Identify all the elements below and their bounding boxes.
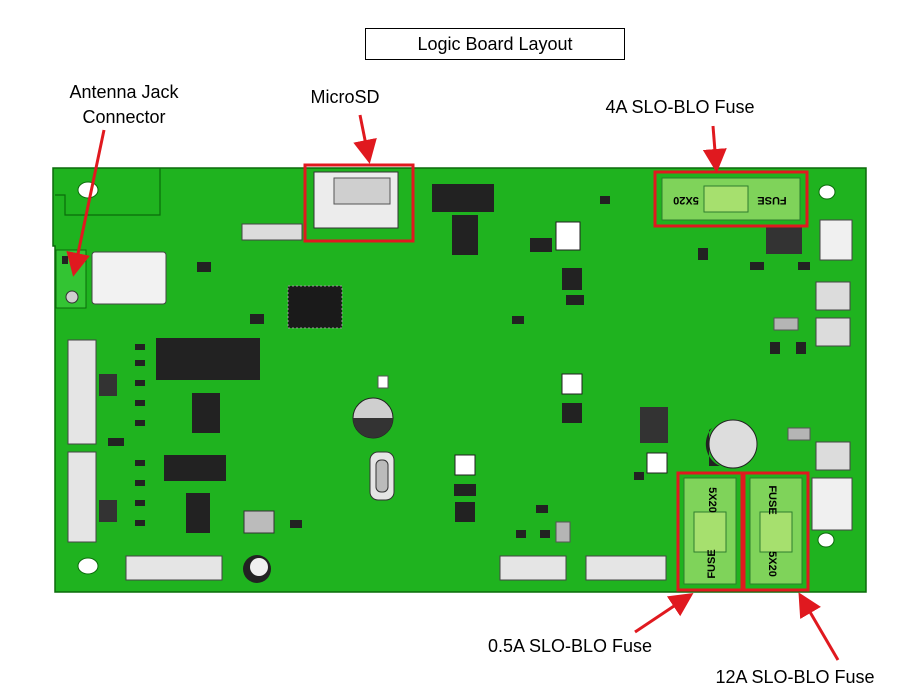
mounting-hole [817,532,835,548]
mounting-hole [77,181,99,199]
mounting-hole [77,557,99,575]
fuse-body-05a [693,511,727,553]
right-connector [815,317,851,347]
ic-chip [192,393,220,433]
smd-part [62,256,68,264]
callout-antenna-line1: Antenna Jack [69,82,179,102]
arrow-fuse-4a [702,125,727,173]
left-connector [67,339,97,445]
regulator [243,510,275,534]
fuse-body-4a [703,185,749,213]
ic-chip [186,493,210,533]
pin-header [241,223,303,241]
microsd-contacts [333,177,391,205]
ic-chip [555,221,581,251]
ic-chip [646,452,668,474]
fuse-marking: FUSE [706,549,718,578]
callout-arrows [66,114,840,661]
arrow-microsd [353,114,377,164]
smd-components [108,196,810,538]
sensor-chip [99,500,117,522]
ic-chip [562,268,582,290]
buzzer-top [250,558,268,576]
ic-chip [454,484,476,496]
capacitor-polarity [705,428,720,466]
pcb-board [52,167,867,593]
highlight-fuse-4a [653,170,809,228]
ic-chip [156,338,260,380]
antenna-jack [65,290,79,304]
ic-chip [455,502,475,522]
callout-antenna-line2: Connector [82,107,166,127]
ic-chip [432,184,494,212]
right-connector [815,281,851,311]
mcu-chip [287,285,343,329]
callout-fuse-4a: 4A SLO-BLO Fuse [605,97,755,117]
arrow-fuse-12a [798,592,840,661]
wifi-module [91,251,167,305]
regulator [640,407,668,443]
ic-chip [452,215,478,255]
electrolytic-capacitor [708,419,758,469]
usb-c-port-inner [375,459,389,493]
callout-highlights [303,163,810,592]
callout-antenna-jack: Antenna Jack Connector [40,80,208,130]
sensor-chip [99,374,117,396]
diagram-title-text: Logic Board Layout [417,33,573,54]
fuse-marking: 5X20 [766,551,778,577]
arrow-fuse-05a [634,593,694,634]
right-connector [811,477,853,531]
right-connector [819,219,853,261]
capacitor-polarity [353,418,393,438]
diagram-title: Logic Board Layout [365,28,625,60]
grey-components [377,317,811,543]
ic-chip [561,373,583,395]
regulator [766,226,802,254]
arrow-antenna [66,129,106,277]
callout-microsd: MicroSD [310,87,380,107]
fuse-marking: FUSE [766,485,778,514]
left-connector [67,451,97,543]
right-connector [815,441,851,471]
highlight-fuse-05a [676,471,744,592]
ic-chip [454,454,476,476]
fuse-marking: 5X20 [673,194,699,206]
mounting-hole [818,184,836,200]
fuse-marking: 5X20 [706,487,718,513]
board-notch [55,168,161,216]
bottom-connector [125,555,223,581]
ic-chip [562,403,582,423]
highlight-microsd [303,163,415,243]
fuse-body-12a [759,511,793,553]
bottom-connector [585,555,667,581]
ic-chip [164,455,226,481]
fuse-marking: FUSE [757,194,786,206]
bottom-connector [499,555,567,581]
callout-fuse-12a: 12A SLO-BLO Fuse [715,667,875,687]
highlight-fuse-12a [742,471,810,592]
callout-fuse-05a: 0.5A SLO-BLO Fuse [487,636,653,656]
